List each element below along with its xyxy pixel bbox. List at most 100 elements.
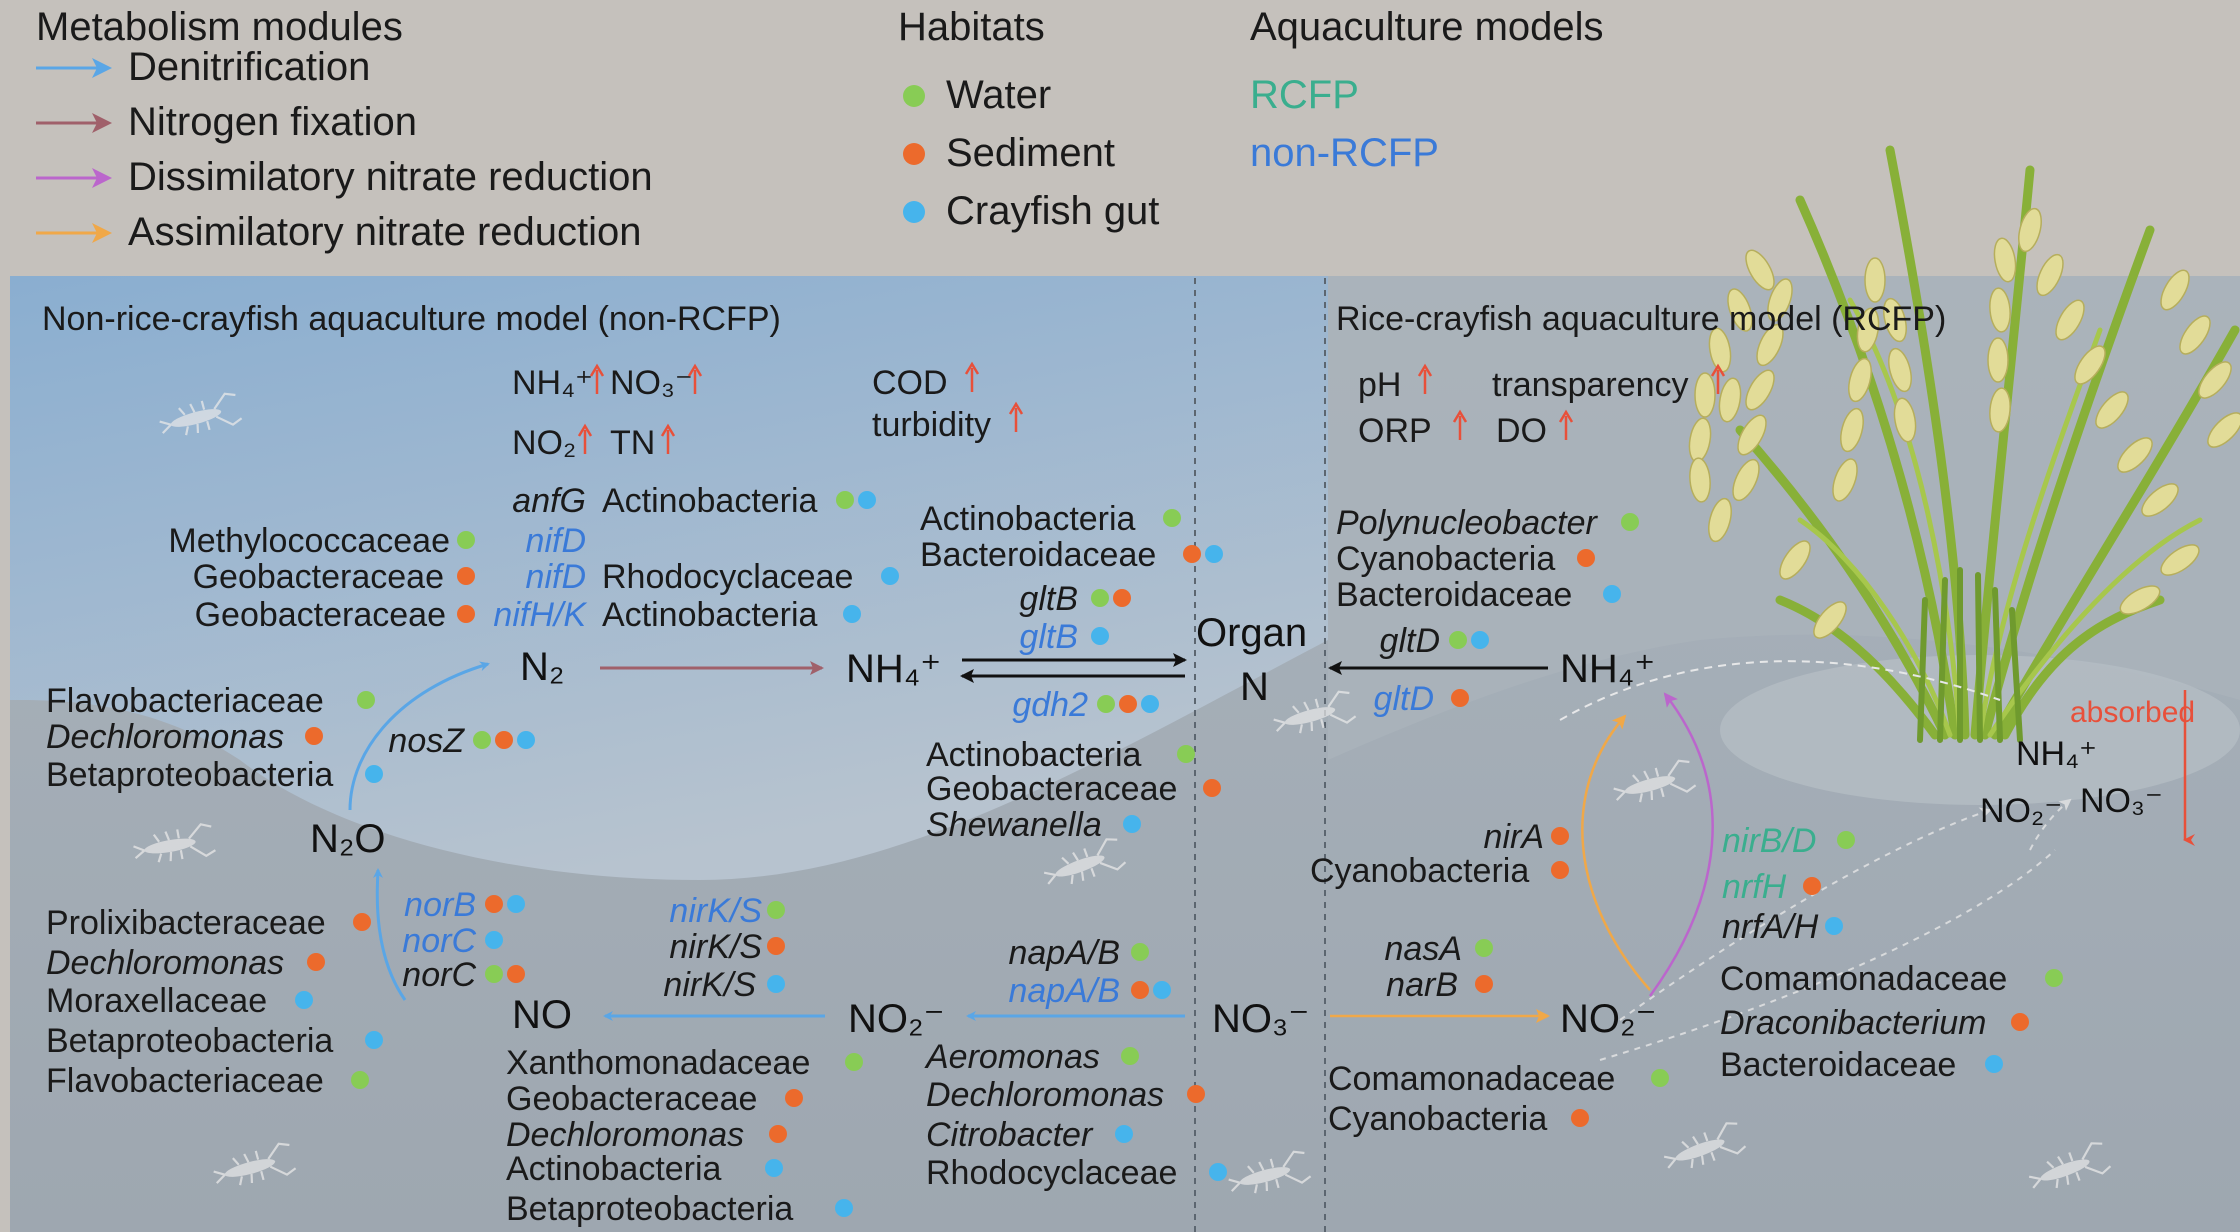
habitat-dot-icon [903,201,925,223]
gene-napAB1: napA/B [1008,934,1120,972]
habitat-dot-icon [485,965,503,983]
taxon-actinobacteria5: Actinobacteria [506,1150,722,1188]
habitat-dot-icon [767,937,785,955]
gene-norB: norB [404,886,476,924]
assimilatory-arrow [1581,714,1651,991]
no-to-n2o-arrow [372,868,407,1001]
habitat-dot-icon [365,765,383,783]
taxon-bacteroidaceae3: Bacteroidaceae [1720,1046,1956,1084]
param-orp: ORP [1358,412,1432,450]
non-rcfp-title: Non-rice-crayfish aquaculture model (non… [42,300,781,338]
habitat-dot-icon [1121,1047,1139,1065]
param-tn: TN [610,424,655,462]
gene-nrfH: nrfH [1722,868,1787,906]
habitat-dot-icon [1825,917,1843,935]
habitat-dot-icon [507,965,525,983]
habitat-dot-icon [485,895,503,913]
gene-nirKS1: nirK/S [669,892,762,930]
dissimilatory-arrow [1648,692,1714,997]
legend-module-label: Denitrification [128,45,370,89]
habitat-dot-icon [767,975,785,993]
habitat-dot-icon [881,567,899,585]
habitat-dot-icon [858,491,876,509]
habitat-dot-icon [903,85,925,107]
gene-nifD2: nifD [526,558,586,596]
legend-habitat-label: Sediment [946,131,1115,175]
non-rcfp-panel-bg [10,276,1328,880]
habitat-dot-icon [1187,1085,1205,1103]
habitat-dot-icon [765,1159,783,1177]
rice-arrow [1599,849,2056,1061]
node-no3: NO₃⁻ [1212,997,1309,1041]
taxon-geobacteraceae1: Geobacteraceae [193,558,444,596]
gene-nosZ: nosZ [388,722,465,760]
legend-arrowhead-icon [92,168,112,188]
habitat-dot-icon [507,895,525,913]
rice-plant-illustration [1688,145,2240,743]
taxon-comamonadaceae1: Comamonadaceae [1328,1060,1615,1098]
legend-habitats-title: Habitats [898,5,1045,49]
node-n2o: N₂O [310,817,386,861]
habitat-dot-icon [1091,627,1109,645]
habitat-dot-icon [485,931,503,949]
node-no2-right: NO₂⁻ [1560,997,1657,1041]
habitat-dot-icon [1113,589,1131,607]
rice-arrow [1619,807,1992,1021]
habitat-dot-icon [843,605,861,623]
gene-nirA: nirA [1484,818,1544,856]
habitat-dot-icon [457,531,475,549]
habitat-dot-icon [1621,513,1639,531]
habitat-dot-icon [307,953,325,971]
node-nh4-left: NH₄⁺ [846,647,941,691]
gene-norC2: norC [402,956,476,994]
taxon-comamonadaceae2: Comamonadaceae [1720,960,2007,998]
gene-gltB2: gltB [1019,618,1078,656]
habitat-dot-icon [1141,695,1159,713]
habitat-dot-icon [2045,969,2063,987]
legend-arrowhead-icon [92,113,112,133]
habitat-dot-icon [495,731,513,749]
taxon-bacteroidaceae1: Bacteroidaceae [920,536,1156,574]
param-nh4: NH₄⁺ [512,364,593,402]
habitat-dot-icon [1123,815,1141,833]
habitat-dot-icon [835,1199,853,1217]
habitat-dot-icon [1551,861,1569,879]
param-transparency: transparency [1492,366,1689,404]
habitat-dot-icon [769,1125,787,1143]
habitat-dot-icon [1475,975,1493,993]
habitat-dot-icon [903,143,925,165]
node-no2-left: NO₂⁻ [848,997,945,1041]
habitat-dot-icon [1183,545,1201,563]
gene-nirBD: nirB/D [1722,822,1816,860]
gene-gltB1: gltB [1019,580,1078,618]
taxon-rhodocyclaceae1: Rhodocyclaceae [602,558,853,596]
gene-gdh2: gdh2 [1012,686,1088,724]
habitat-dot-icon [1209,1163,1227,1181]
habitat-dot-icon [1205,545,1223,563]
habitat-dot-icon [365,1031,383,1049]
param-turbidity: turbidity [872,406,991,444]
habitat-dot-icon [457,605,475,623]
param-no3: NO₃⁻ [610,364,693,402]
node-n2: N₂ [520,645,564,689]
habitat-dot-icon [1203,779,1221,797]
taxon-dechloromonas1: Dechloromonas [46,718,284,756]
taxon-bacteroidaceae2: Bacteroidaceae [1336,576,1572,614]
habitat-dot-icon [1651,1069,1669,1087]
node-no: NO [512,993,572,1037]
habitat-dot-icon [1577,549,1595,567]
habitat-dot-icon [1097,695,1115,713]
legend-modules-title: Metabolism modules [36,5,403,49]
node-organ: Organ [1196,611,1307,655]
taxon-actinobacteria2: Actinobacteria [602,596,818,634]
absorbed-label: absorbed [2070,696,2195,729]
habitat-dot-icon [305,727,323,745]
habitat-dot-icon [2011,1013,2029,1031]
taxon-rhodocyclaceae2: Rhodocyclaceae [926,1154,1177,1192]
legend-model-label: non-RCFP [1250,131,1439,175]
taxon-flavobacteriaceae2: Flavobacteriaceae [46,1062,324,1100]
taxon-geobacteraceae4: Geobacteraceae [506,1080,757,1118]
